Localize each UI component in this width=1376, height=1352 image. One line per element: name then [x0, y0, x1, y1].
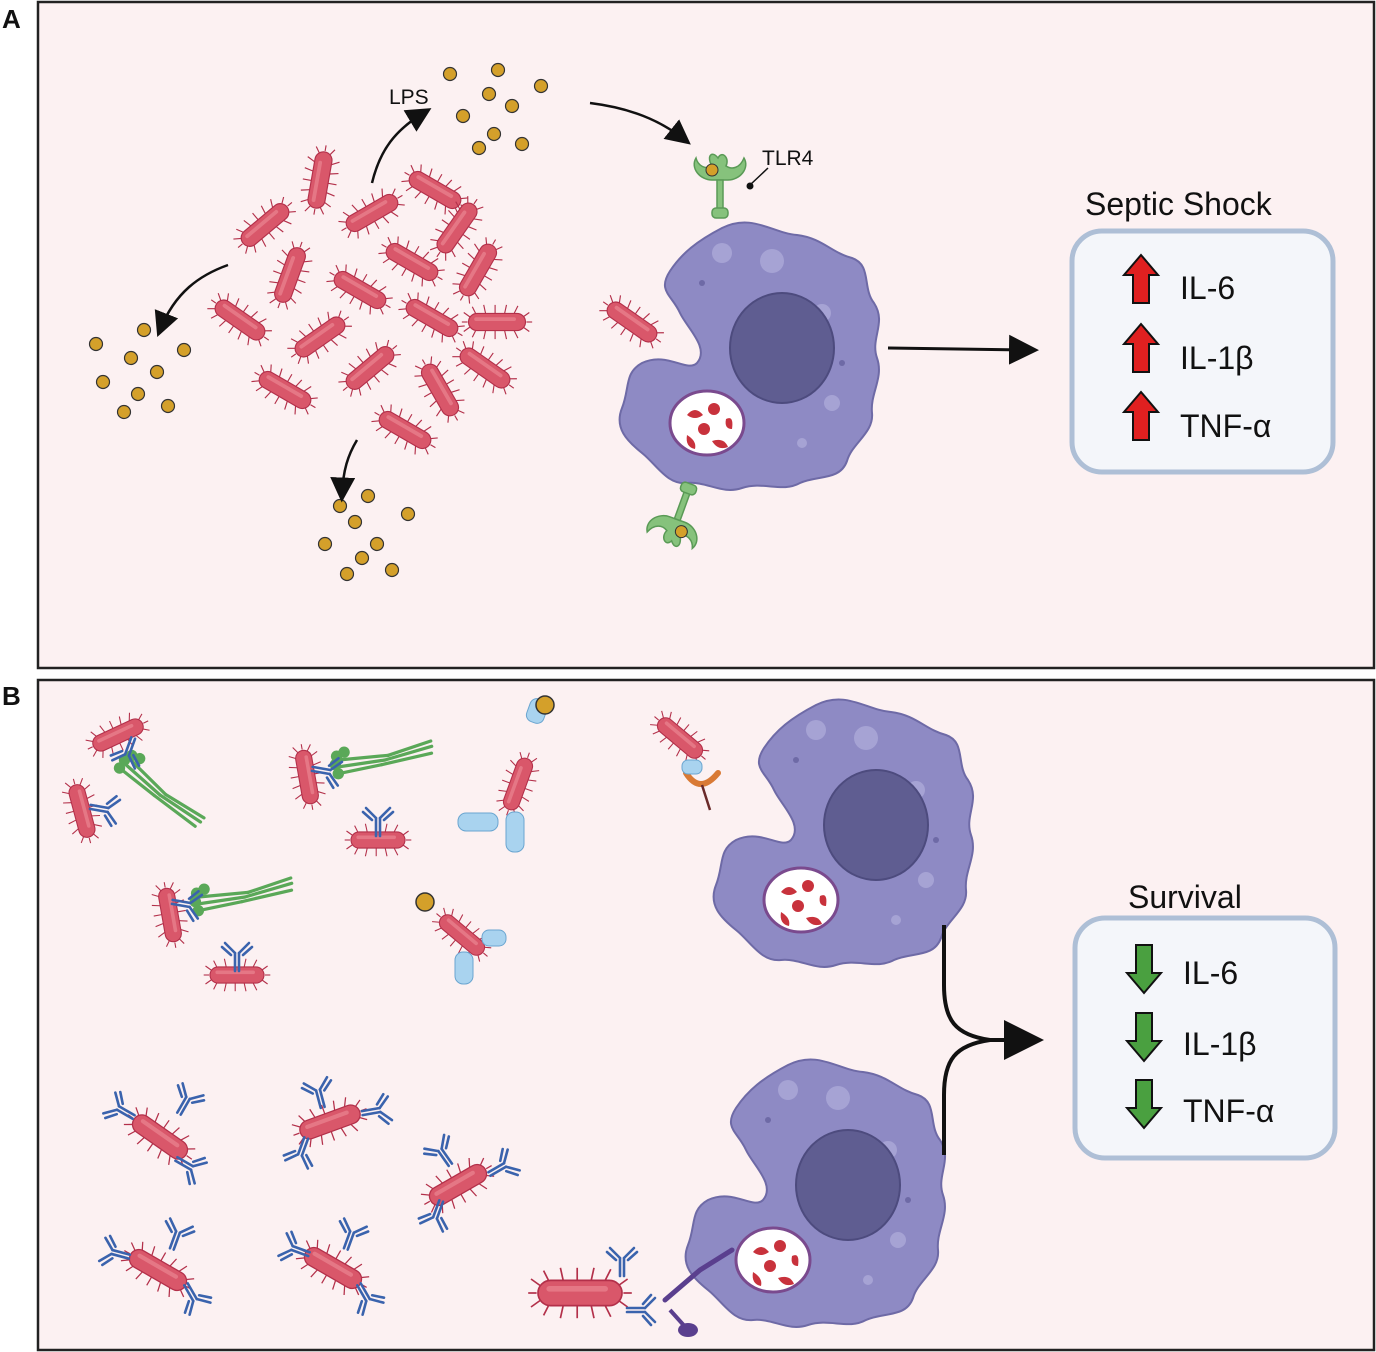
- up-arrow-icon-2: [1121, 390, 1161, 441]
- cytokine-label-a-1: IL-1β: [1180, 340, 1254, 376]
- down-arrow-list: [1124, 944, 1164, 1130]
- up-arrow-list: [1121, 253, 1161, 441]
- survival-title: Survival: [1128, 879, 1242, 915]
- lps-label: LPS: [389, 86, 429, 109]
- tlr4-pointer-dot: [746, 182, 754, 190]
- outcome-panel-b: Survival IL-6 IL-1β TNF-α: [1072, 879, 1338, 1161]
- arrow-to-septic-shock: [887, 334, 1039, 365]
- receptor-orange: [683, 770, 721, 787]
- outcome-panel-a: Septic Shock IL-6 IL-1β TNF-α: [1069, 186, 1336, 475]
- arrow-to-lps: [370, 108, 432, 184]
- septic-shock-title: Septic Shock: [1085, 186, 1273, 222]
- bacterium-bound-bottom: [527, 1246, 735, 1337]
- cytokine-label-b-2: TNF-α: [1183, 1093, 1274, 1129]
- panel-a-label: A: [2, 4, 21, 34]
- cytokine-label-a-2: TNF-α: [1180, 408, 1271, 444]
- cytokine-label-a-0: IL-6: [1180, 270, 1235, 306]
- up-arrow-icon-0: [1121, 253, 1161, 304]
- down-arrow-icon-0: [1124, 944, 1164, 995]
- nanobody-complexes: [415, 695, 555, 985]
- up-arrow-icon-1: [1121, 322, 1161, 373]
- down-arrow-icon-2: [1124, 1079, 1164, 1130]
- arrow-lps-bottom: [330, 439, 359, 503]
- tlr4-label: TLR4: [762, 147, 814, 170]
- cytokine-label-b-1: IL-1β: [1183, 1026, 1257, 1062]
- cytokine-label-b-0: IL-6: [1183, 955, 1238, 991]
- panel-b-label: B: [2, 681, 21, 711]
- arrow-lps-left: [154, 263, 229, 337]
- tlr4-pointer: [749, 167, 769, 186]
- arrow-lps-to-tlr4: [589, 101, 691, 145]
- down-arrow-icon-1: [1124, 1012, 1164, 1063]
- merge-bracket: [942, 925, 1044, 1155]
- release-arrows: [154, 101, 691, 503]
